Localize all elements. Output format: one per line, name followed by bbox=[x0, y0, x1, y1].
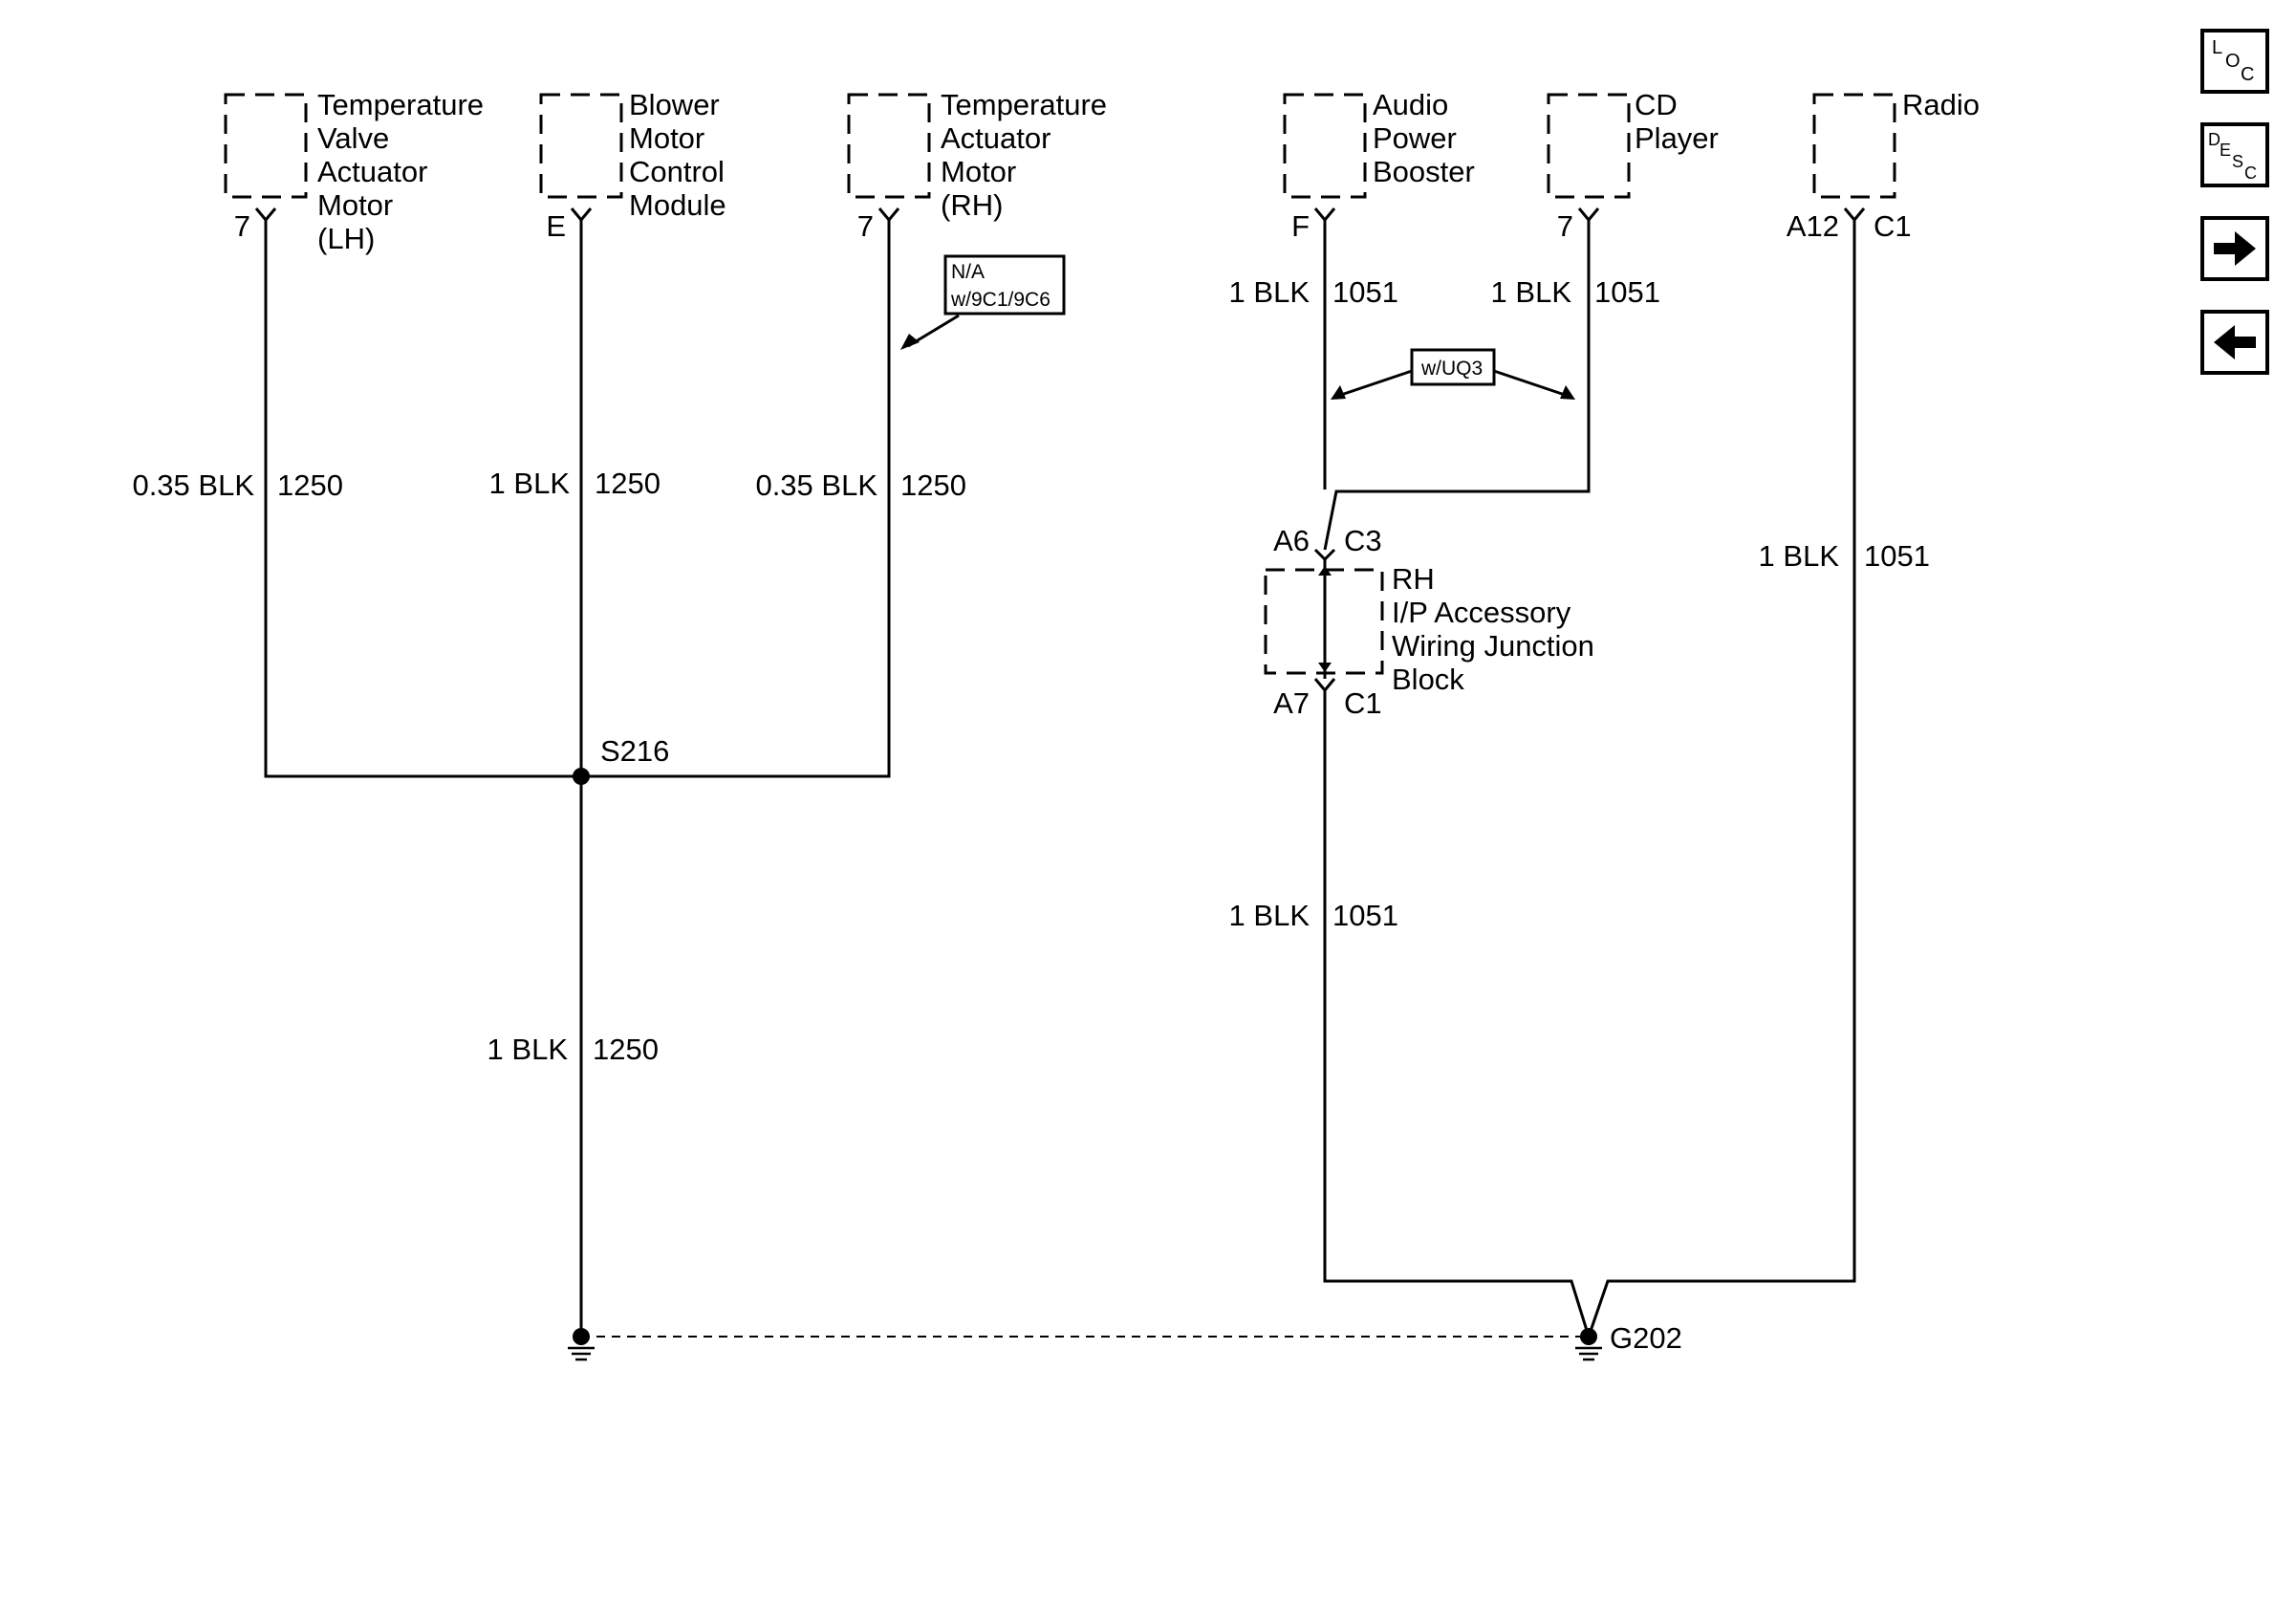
leader-line bbox=[1337, 369, 1413, 398]
arrow-head bbox=[1318, 663, 1332, 672]
component-label-junction-block: RH I/P Accessory Wiring Junction Block bbox=[1392, 562, 1603, 696]
wire-gauge-label: 1 BLK bbox=[1229, 899, 1310, 932]
wire-gauge-label: 0.35 BLK bbox=[132, 468, 254, 502]
wire-circuit-label: 1051 bbox=[1332, 899, 1398, 932]
arrow-head bbox=[900, 334, 920, 350]
arrow-head bbox=[1318, 566, 1332, 576]
wire-gauge-label: 1 BLK bbox=[1759, 539, 1840, 573]
desc-button[interactable]: D E S C bbox=[2200, 122, 2269, 187]
splice-label: S216 bbox=[600, 734, 669, 768]
component-label-cd-player: CD Player bbox=[1635, 88, 1719, 155]
connector-symbol bbox=[1313, 678, 1336, 693]
leader-line bbox=[1493, 369, 1569, 398]
ground-dot bbox=[1580, 1328, 1597, 1345]
connector-label: C1 bbox=[1874, 209, 1912, 243]
component-label-temp-valve-lh: Temperature Valve Actuator Motor (LH) bbox=[317, 88, 492, 255]
right-arrow-icon bbox=[2214, 231, 2256, 266]
wire-1250-lh bbox=[264, 220, 581, 778]
wire-circuit-label: 1250 bbox=[900, 468, 966, 502]
connector-symbol bbox=[570, 207, 593, 223]
connector-symbol bbox=[877, 207, 900, 223]
svg-text:O: O bbox=[2225, 51, 2241, 72]
wire-gauge-label: 1 BLK bbox=[1491, 275, 1572, 309]
wire-circuit-label: 1051 bbox=[1594, 275, 1660, 309]
component-label-radio: Radio bbox=[1902, 88, 1980, 121]
svg-text:D: D bbox=[2208, 130, 2220, 149]
svg-text:S: S bbox=[2232, 152, 2243, 171]
left-arrow-icon bbox=[2214, 325, 2256, 359]
connector-symbol bbox=[254, 207, 277, 223]
svg-text:L: L bbox=[2212, 37, 2222, 58]
next-button[interactable] bbox=[2200, 216, 2269, 281]
wire-1051-cd bbox=[1323, 220, 1591, 551]
previous-button[interactable] bbox=[2200, 310, 2269, 375]
pin-label: E bbox=[546, 209, 566, 243]
svg-text:E: E bbox=[2220, 141, 2231, 160]
pin-label: 7 bbox=[1557, 209, 1573, 243]
wire-1051-junction-out bbox=[1323, 690, 1591, 1338]
component-box-audio-booster bbox=[1283, 93, 1367, 199]
pin-label: A12 bbox=[1787, 209, 1839, 243]
connector-symbol bbox=[1313, 548, 1336, 562]
option-label-box-na bbox=[943, 254, 1066, 315]
option-label-na: N/A w/9C1/9C6 bbox=[950, 261, 1051, 311]
component-label-blower-module: Blower Motor Control Module bbox=[629, 88, 733, 222]
wire-circuit-label: 1051 bbox=[1332, 275, 1398, 309]
component-box-radio bbox=[1812, 93, 1896, 199]
connector-symbol bbox=[1577, 207, 1600, 223]
wire-gauge-label: 1 BLK bbox=[487, 1033, 569, 1066]
arrow-head bbox=[1331, 385, 1346, 400]
component-label-temp-actuator-rh: Temperature Actuator Motor (RH) bbox=[941, 88, 1116, 222]
wire-1250-rh bbox=[581, 220, 891, 778]
svg-text:C: C bbox=[2244, 163, 2257, 183]
wire-circuit-label: 1250 bbox=[593, 1033, 659, 1066]
pin-label: 7 bbox=[234, 209, 250, 243]
pin-label: 7 bbox=[857, 209, 874, 243]
component-box-temp-actuator-rh bbox=[847, 93, 931, 199]
ground-dot bbox=[573, 1328, 590, 1345]
wire-1051-radio bbox=[1587, 220, 1856, 1338]
option-label-box-uq3 bbox=[1410, 348, 1496, 386]
svg-text:C: C bbox=[2241, 64, 2254, 85]
loc-icon: L O C bbox=[2212, 37, 2254, 85]
arrow-head bbox=[1560, 385, 1575, 400]
wire-circuit-label: 1250 bbox=[595, 467, 661, 500]
ground-label: G202 bbox=[1610, 1321, 1682, 1355]
ground-icon bbox=[1575, 1346, 1602, 1361]
connector-label: C1 bbox=[1344, 686, 1382, 720]
desc-icon: D E S C bbox=[2208, 130, 2257, 183]
wire-circuit-label: 1250 bbox=[277, 468, 343, 502]
component-box-temp-valve-lh bbox=[224, 93, 308, 199]
connector-symbol bbox=[1843, 207, 1866, 223]
option-label-uq3: w/UQ3 bbox=[1420, 358, 1483, 380]
component-label-audio-booster: Audio Power Booster bbox=[1373, 88, 1475, 188]
wire-circuit-label: 1051 bbox=[1864, 539, 1930, 573]
pin-label: A7 bbox=[1273, 686, 1310, 720]
splice-dot bbox=[573, 768, 590, 785]
pin-label: F bbox=[1291, 209, 1310, 243]
connector-symbol bbox=[1313, 207, 1336, 223]
wire-gauge-label: 0.35 BLK bbox=[755, 468, 877, 502]
pin-label: A6 bbox=[1273, 524, 1310, 557]
connector-label: C3 bbox=[1344, 524, 1382, 557]
component-box-cd-player bbox=[1547, 93, 1631, 199]
wire-gauge-label: 1 BLK bbox=[1229, 275, 1310, 309]
component-box-blower-module bbox=[539, 93, 623, 199]
wire-gauge-label: 1 BLK bbox=[489, 467, 571, 500]
ground-icon bbox=[568, 1346, 595, 1361]
loc-button[interactable]: L O C bbox=[2200, 29, 2269, 94]
